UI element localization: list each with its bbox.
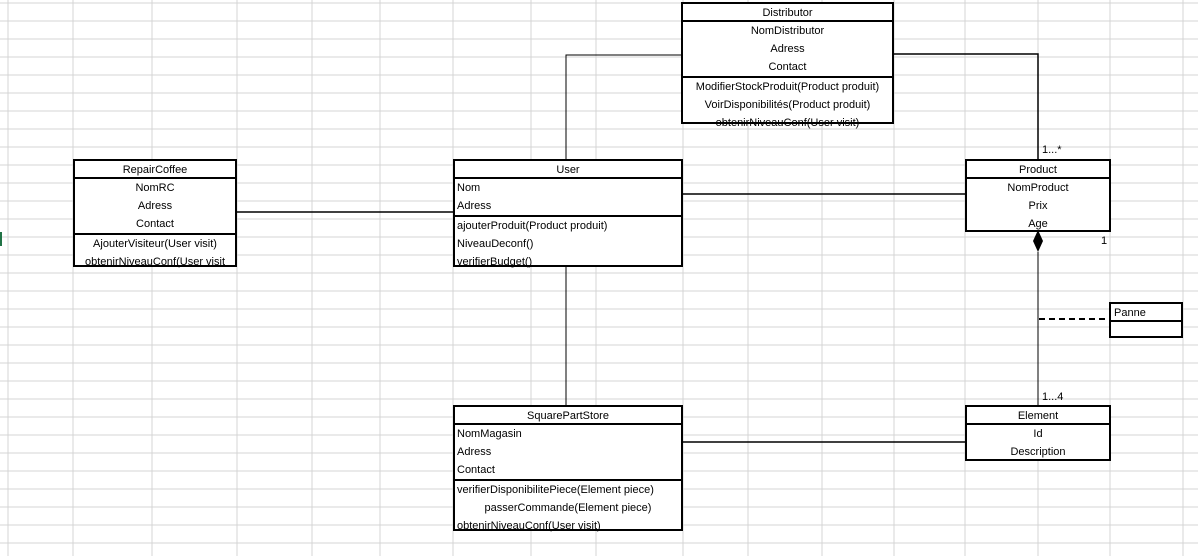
attribute: Adress [770, 43, 805, 55]
attribute: NomRC [135, 182, 175, 194]
attribute: Id [1033, 428, 1043, 440]
attributes-section: Id Description [967, 425, 1109, 461]
attribute: Prix [1028, 200, 1048, 212]
class-name: SquarePartStore [455, 407, 681, 425]
product-class[interactable]: Product NomProduct Prix Age [965, 159, 1111, 232]
attribute: NomDistributor [750, 25, 825, 37]
multiplicity-label: 1...4 [1042, 391, 1064, 403]
method: ajouterProduit(Product produit) [457, 220, 608, 232]
element-class[interactable]: Element Id Description [965, 405, 1111, 461]
methods-section: ajouterProduit(Product produit) NiveauDe… [455, 217, 681, 271]
attribute: Contact [457, 464, 495, 476]
attribute: Description [1010, 446, 1066, 458]
method: obtenirNiveauConf(User visit) [715, 117, 860, 129]
distributor-class[interactable]: Distributor NomDistributor Adress Contac… [681, 2, 894, 129]
method: obtenirNiveauConf(User visit [85, 256, 225, 268]
method: passerCommande(Element piece) [484, 502, 652, 514]
attribute: NomProduct [1007, 182, 1069, 194]
attribute: Contact [768, 61, 807, 73]
attributes-section: NomProduct Prix Age [967, 179, 1109, 233]
method: verifierBudget() [457, 256, 533, 268]
method: AjouterVisiteur(User visit) [93, 238, 217, 250]
class-name: Panne [1111, 304, 1181, 322]
class-name: RepairCoffee [75, 161, 235, 179]
methods-section: AjouterVisiteur(User visit) obtenirNivea… [75, 235, 235, 271]
attribute: Adress [137, 200, 173, 212]
attribute: Contact [136, 218, 174, 230]
attribute: Nom [457, 182, 481, 194]
multiplicity-label: 1 [1101, 235, 1108, 247]
user-class[interactable]: User Nom Adress ajouterProduit(Product p… [453, 159, 683, 268]
method: verifierDisponibilitePiece(Element piece… [457, 484, 654, 496]
attributes-section: NomRC Adress Contact [75, 179, 235, 235]
method: ModifierStockProduit(Product produit) [695, 81, 880, 93]
repaircoffee-class[interactable]: RepairCoffee NomRC Adress Contact Ajoute… [73, 159, 237, 268]
selected-row-indicator [0, 232, 2, 246]
methods-section: verifierDisponibilitePiece(Element piece… [455, 481, 681, 535]
methods-section: ModifierStockProduit(Product produit) Vo… [683, 78, 892, 132]
class-name: User [455, 161, 681, 179]
attribute: Age [1028, 218, 1048, 230]
class-name: Product [967, 161, 1109, 179]
class-name: Distributor [683, 4, 892, 22]
squarepartstore-class[interactable]: SquarePartStore NomMagasin Adress Contac… [453, 405, 683, 532]
class-name: Element [967, 407, 1109, 425]
method: VoirDisponibilités(Product produit) [704, 99, 871, 111]
attributes-section: NomMagasin Adress Contact [455, 425, 681, 481]
method: NiveauDeconf() [457, 238, 534, 250]
multiplicity-label: 1...* [1042, 144, 1062, 156]
attributes-section: Nom Adress [455, 179, 681, 217]
attribute: Adress [457, 200, 492, 212]
attributes-section: NomDistributor Adress Contact [683, 22, 892, 78]
method: obtenirNiveauConf(User visit) [457, 520, 601, 532]
panne-class[interactable]: Panne [1109, 302, 1183, 338]
attribute: Adress [457, 446, 492, 458]
attribute: NomMagasin [457, 428, 522, 440]
